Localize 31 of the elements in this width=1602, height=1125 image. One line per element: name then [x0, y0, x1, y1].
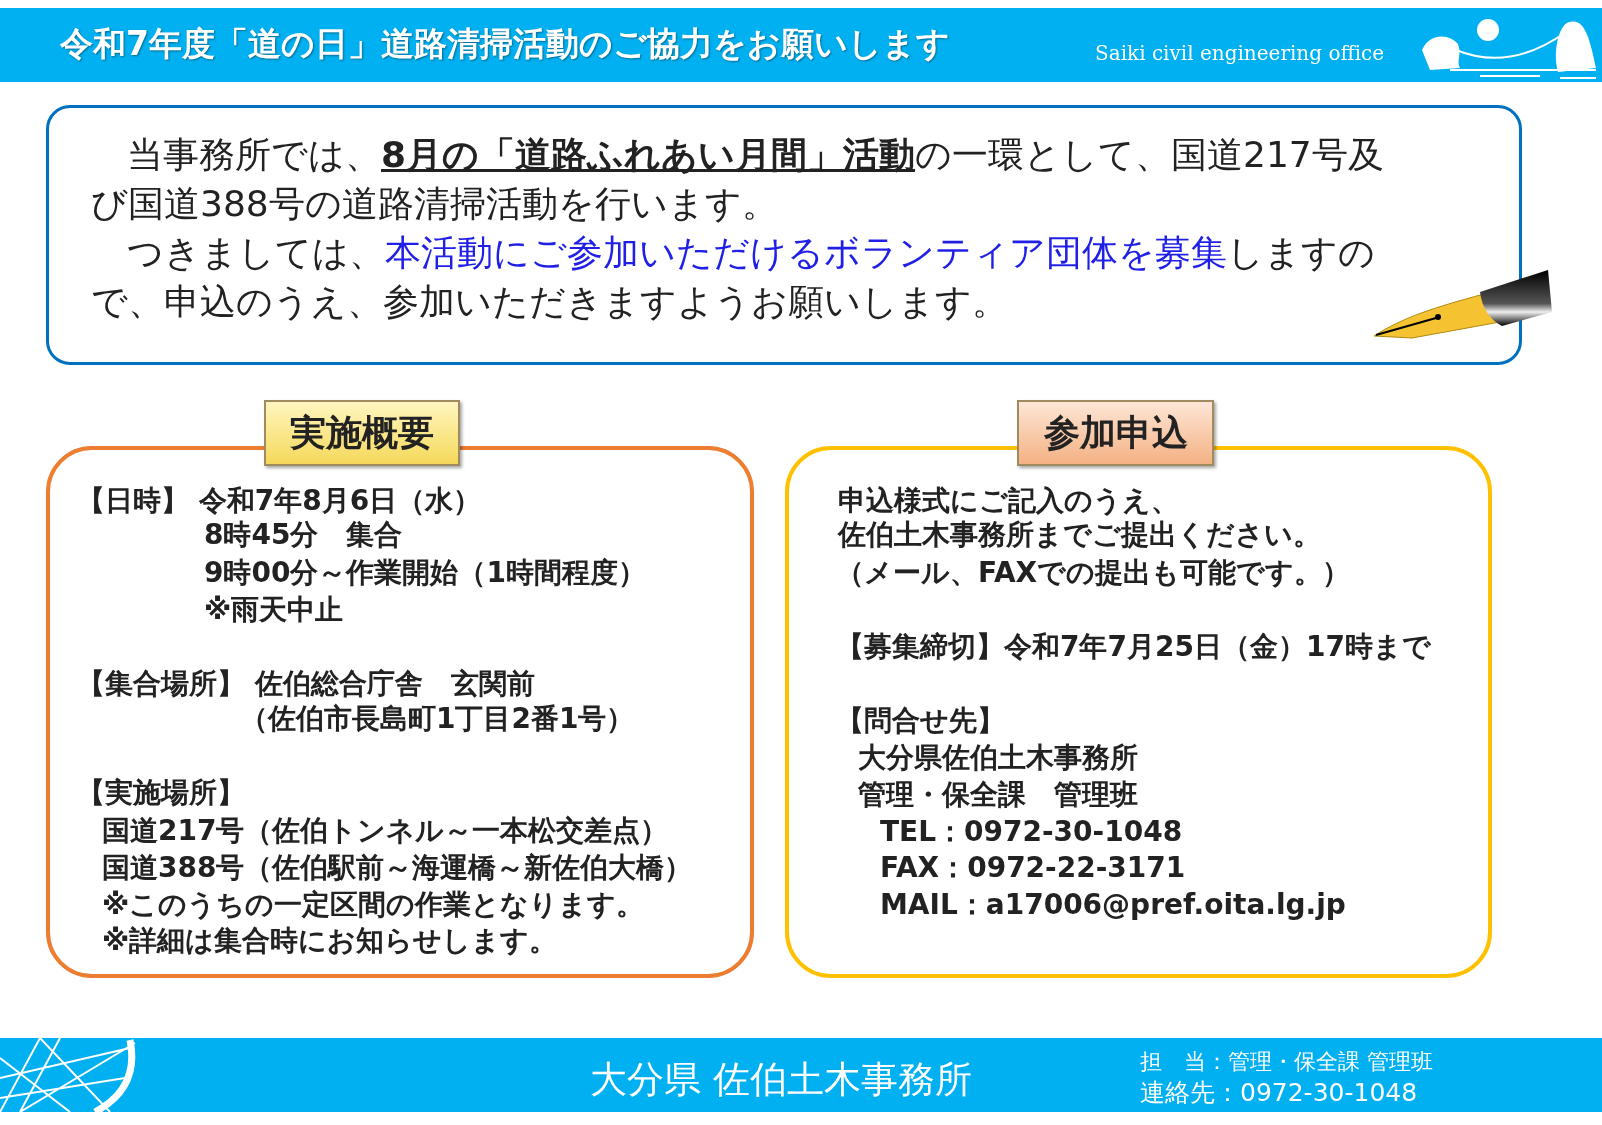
office-name: 大分県 佐伯土木事務所 — [590, 1057, 972, 1103]
contact-note: 担 当：管理・保全課 管理班 — [1140, 1048, 1433, 1076]
message-box — [46, 105, 1522, 365]
message-paragraph: 当事務所では、8月の「道路ふれあい月間」活動の一環として、国道217号及び国道388号の道路清掃活動を行います。 — [91, 133, 1385, 226]
info-line: （佐伯市長島町1丁目2番1号） — [240, 702, 635, 736]
info-line: 【問合せ先】 — [836, 704, 1005, 738]
info-line: ※雨天中止 — [204, 593, 344, 627]
info-line: （メール、FAXでの提出も可能です。） — [836, 556, 1351, 590]
info-line: 【日時】 令和7年8月6日（水） — [77, 484, 482, 518]
info-line: 8時45分 集合 — [204, 518, 403, 552]
info-line: 【実施場所】 — [77, 776, 245, 810]
info-line: 大分県佐伯土木事務所 — [858, 741, 1138, 775]
page-title: 令和7年度「道の日」道路清掃活動のご協力をお願いします — [60, 23, 950, 65]
info-line: 佐伯土木事務所までご提出ください。 — [838, 518, 1321, 552]
info-line: 【集合場所】 佐伯総合庁舎 玄関前 — [77, 667, 535, 701]
info-line: TEL：0972-30-1048 — [880, 815, 1183, 849]
info-line: MAIL：a17006@pref.oita.lg.jp — [880, 888, 1346, 922]
info-line: 【募集締切】令和7年7月25日（金）17時まで — [836, 630, 1431, 664]
message-paragraph: つきましては、本活動にご参加いただけるボランティア団体を募集しますので、申込のうえ、参加いただきますようお願いします。 — [91, 231, 1376, 324]
office-name: Saiki civil engineering office — [1095, 41, 1385, 65]
section-heading: 実施概要 — [264, 400, 460, 466]
info-line: 国道217号（佐伯トンネル～一本松交差点） — [102, 814, 669, 848]
info-line: ※詳細は集合時にお知らせします。 — [102, 924, 558, 958]
section-heading: 参加申込 — [1017, 400, 1214, 466]
info-line: FAX：0972-22-3171 — [880, 851, 1186, 885]
info-line: 9時00分～作業開始（1時間程度） — [204, 556, 646, 590]
info-line: ※このうちの一定区間の作業となります。 — [102, 888, 645, 922]
info-line: 国道388号（佐伯駅前～海運橋～新佐伯大橋） — [102, 851, 693, 885]
info-line: 管理・保全課 管理班 — [858, 778, 1138, 812]
contact-note: 連絡先：0972-30-1048 — [1140, 1077, 1418, 1109]
info-line: 申込様式にご記入のうえ、 — [838, 484, 1179, 518]
